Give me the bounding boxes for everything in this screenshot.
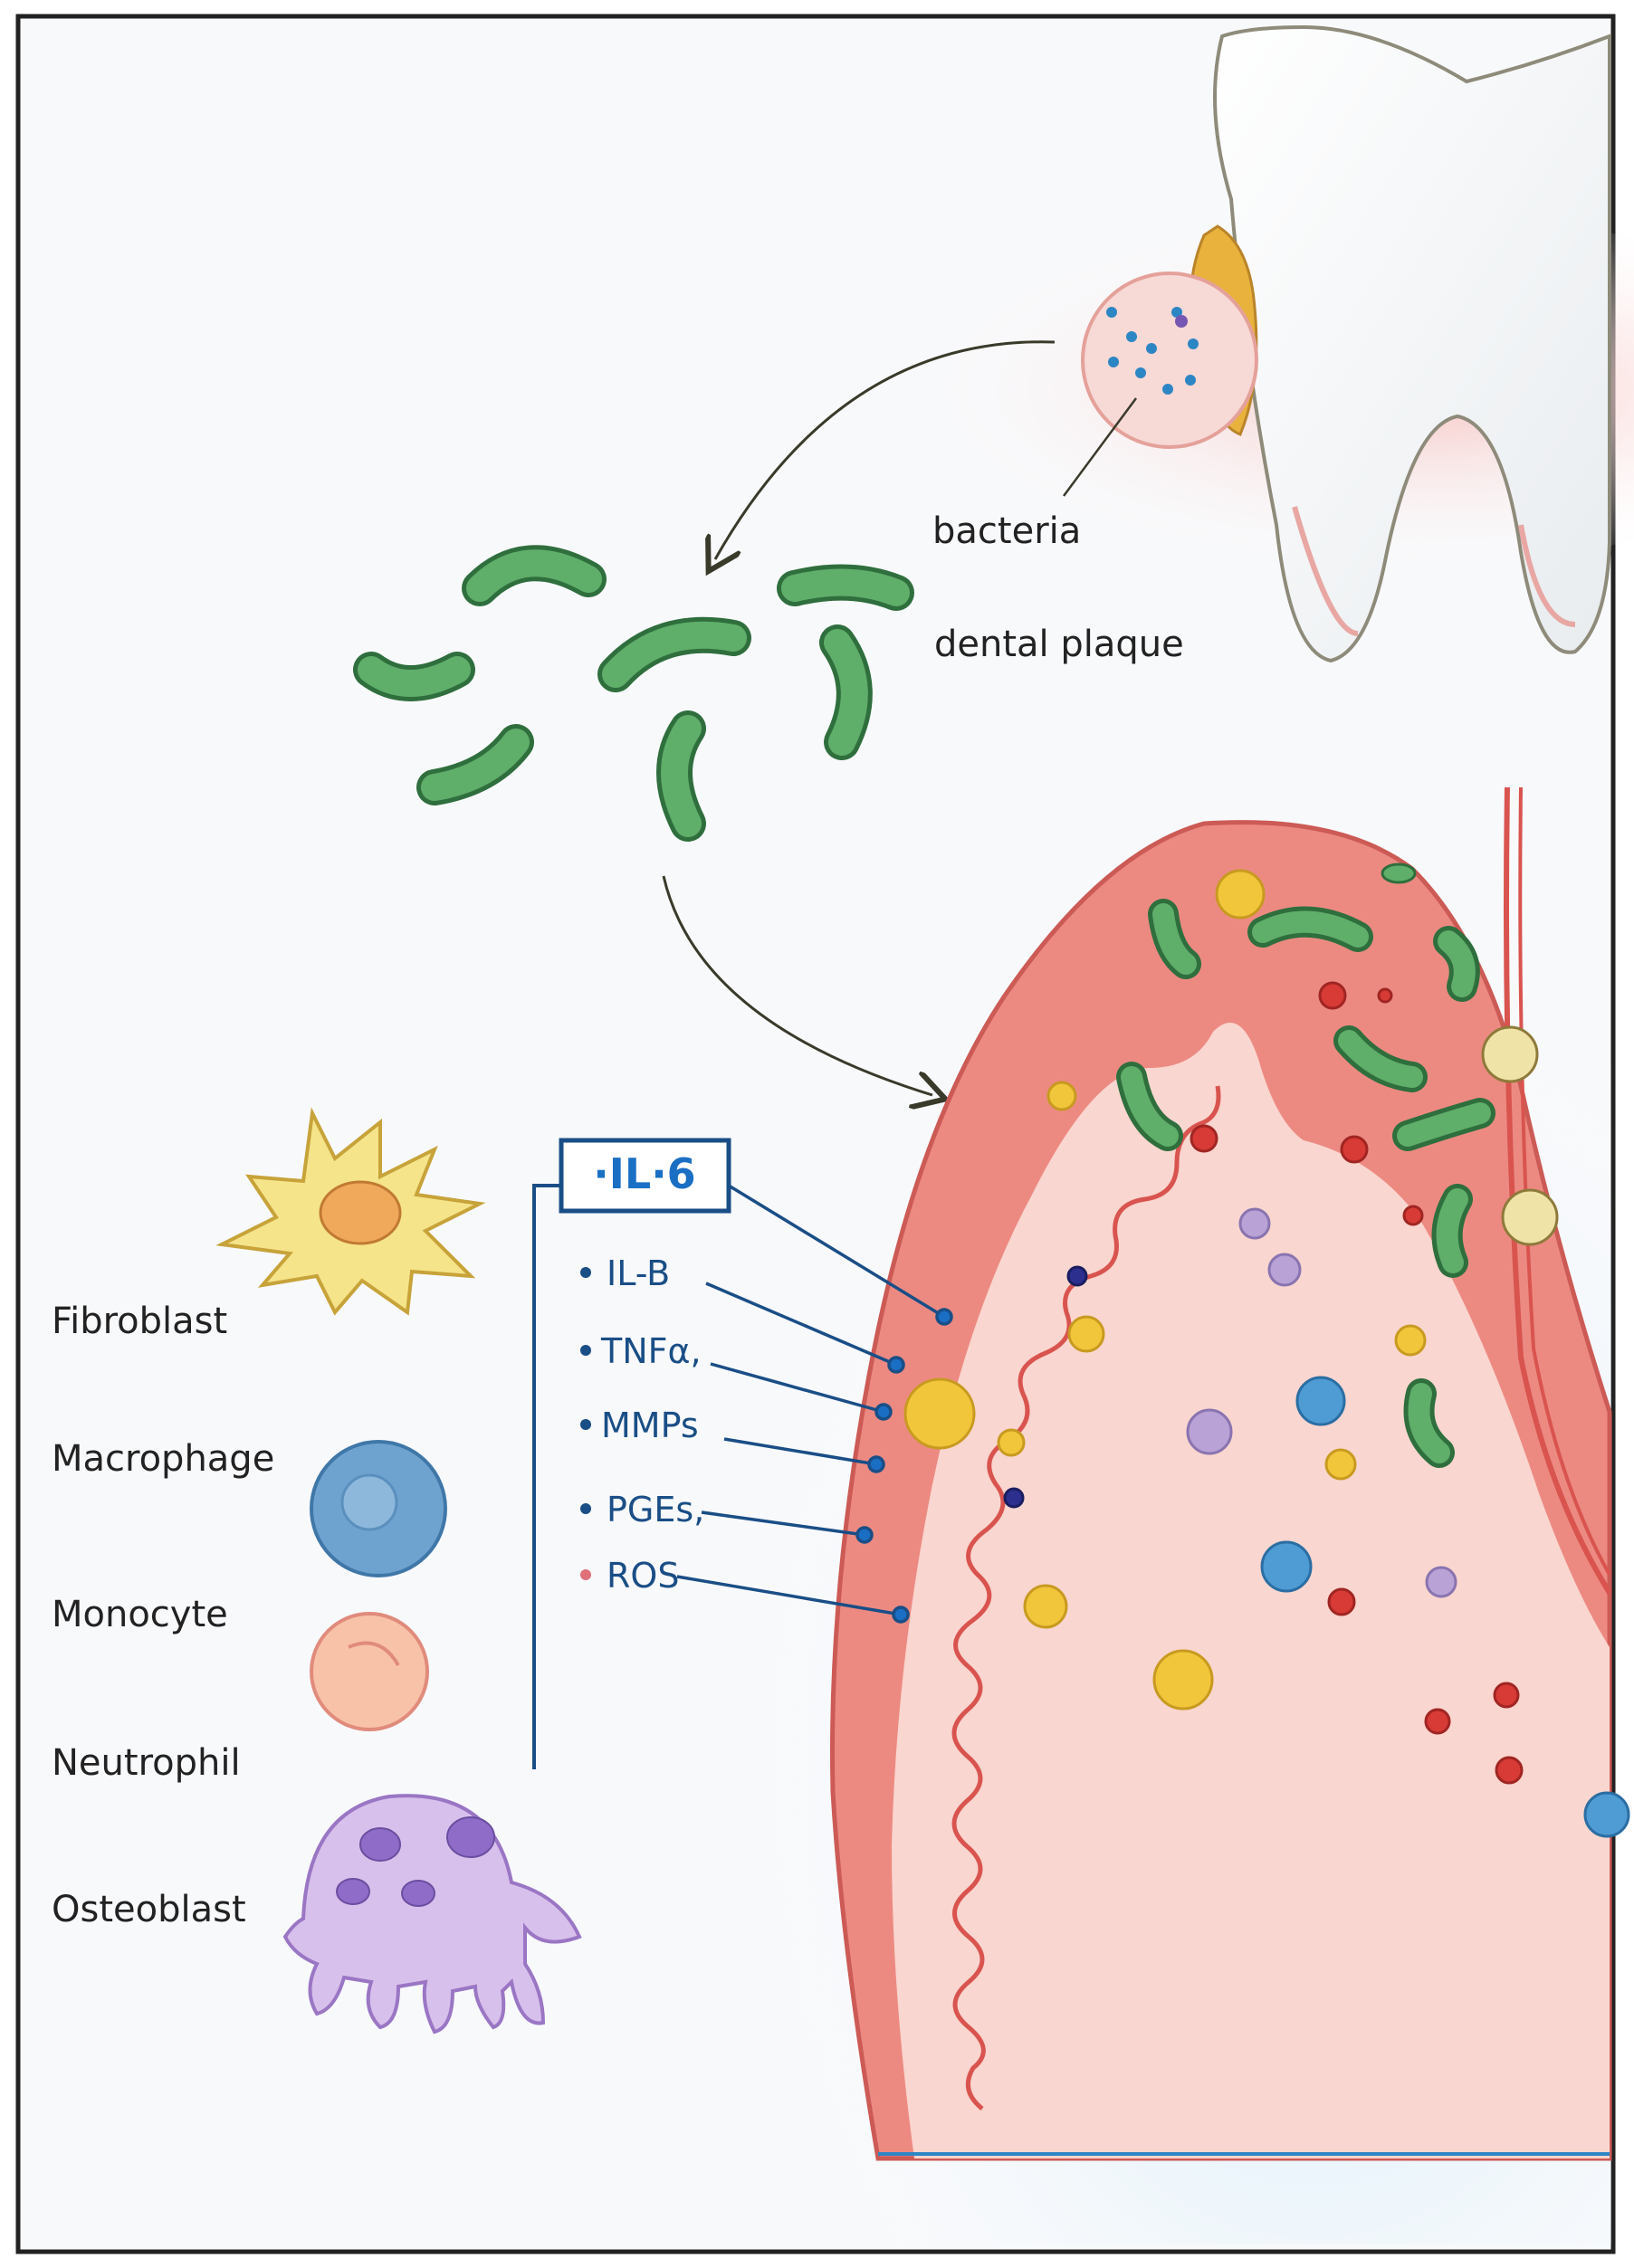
plaque-to-bacteria-arrow [715, 340, 1056, 559]
bullet-icon [580, 1267, 591, 1278]
monocyte-icon [310, 1612, 429, 1731]
cell-label-macrophage: Macrophage [52, 1438, 274, 1480]
mediator-label: ROS [607, 1556, 679, 1596]
cell-label-monocyte: Monocyte [52, 1594, 228, 1635]
mediator-label: MMPs [601, 1406, 699, 1445]
mediator-bracket [532, 1184, 561, 1769]
plaque-magnifier [1081, 272, 1258, 449]
mediator-item: MMPs [580, 1406, 699, 1445]
bullet-icon [580, 1419, 591, 1430]
mediator-label: PGEs, [607, 1490, 704, 1529]
il6-header: ·IL·6 [593, 1149, 695, 1198]
il6-header-box [559, 1138, 731, 1214]
cell-label-neutrophil: Neutrophil [52, 1742, 241, 1784]
mediator-item: PGEs, [580, 1490, 704, 1529]
mediator-list: IL-B TNFα, MMPs PGEs, ROS [580, 1253, 704, 1596]
mediator-connectors [676, 1184, 953, 1624]
bullet-icon [580, 1503, 591, 1514]
invading-bacteria [1116, 862, 1495, 1468]
bullet-icon [580, 1345, 591, 1356]
fibroblast-icon [215, 1107, 486, 1316]
mediator-item: IL-B [580, 1253, 670, 1293]
cell-label-fibroblast: Fibroblast [52, 1301, 227, 1342]
mediator-label: IL-B [607, 1253, 670, 1293]
mediator-item: ROS [580, 1556, 679, 1596]
dental-plaque-label: dental plaque [934, 624, 1184, 665]
blood-vessel [1481, 786, 1612, 1595]
mediator-label: TNFα, [600, 1331, 702, 1371]
gum-tissue [830, 820, 1612, 2161]
bullet-icon [580, 1569, 591, 1580]
bacteria-label: bacteria [932, 510, 1081, 552]
bacteria-to-gum-arrow [662, 875, 932, 1095]
mediator-item: TNFα, [580, 1331, 702, 1371]
macrophage-icon [310, 1440, 447, 1577]
osteoblast-icon [282, 1794, 582, 2035]
bacteria-label-leader [1062, 397, 1138, 497]
tissue-cells [903, 869, 1630, 1838]
bacteria-cluster [353, 545, 914, 842]
cell-label-osteoblast: Osteoblast [52, 1889, 246, 1930]
cell-type-labels: Fibroblast Macrophage Monocyte Neutrophi… [52, 1301, 274, 1930]
